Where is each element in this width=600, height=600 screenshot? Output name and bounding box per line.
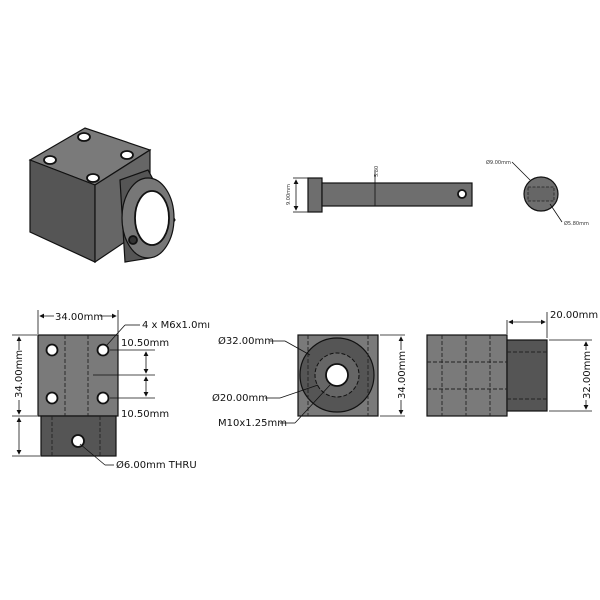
thread-dim: M10x1.25mm — [218, 418, 287, 429]
hole-spacing-top: 10.50mm — [121, 338, 169, 349]
outer-dia-dim: Ø32.00mm — [218, 335, 274, 347]
front-view: 34.00mm 34.00mm 4 x M6x1.0mı 10.50mm 10.… — [11, 309, 210, 471]
thread-callout: 4 x M6x1.0mı — [142, 320, 210, 331]
boss-length-dim: 20.00mm — [550, 310, 598, 321]
boss-dia-dim: 32.00mm — [582, 351, 593, 399]
thru-hole-callout: Ø6.00mm THRU — [116, 459, 197, 471]
side-view: 20.00mm 32.00mm — [426, 310, 598, 417]
isometric-view — [28, 127, 176, 264]
pin-length-dim: 9.00mm — [286, 184, 292, 205]
top-view: Ø32.00mm Ø20.00mm M10x1.25mm 34.00mm — [212, 334, 409, 429]
pin-end-view: Ø9.00mm Ø5.80mm — [486, 159, 589, 227]
front-width-dim: 34.00mm — [55, 312, 103, 323]
pin-shaft-dim: 5.80 — [374, 166, 380, 177]
top-height-dim: 34.00mm — [397, 351, 408, 399]
front-height-dim: 34.00mm — [14, 350, 25, 398]
pin-outer-dia: Ø9.00mm — [486, 159, 511, 166]
hole-spacing-bottom: 10.50mm — [121, 409, 169, 420]
pin-side-view: 9.00mm 5.80 — [286, 166, 473, 213]
inner-dia-dim: Ø20.00mm — [212, 392, 268, 404]
pin-inner-dia: Ø5.80mm — [564, 220, 589, 227]
